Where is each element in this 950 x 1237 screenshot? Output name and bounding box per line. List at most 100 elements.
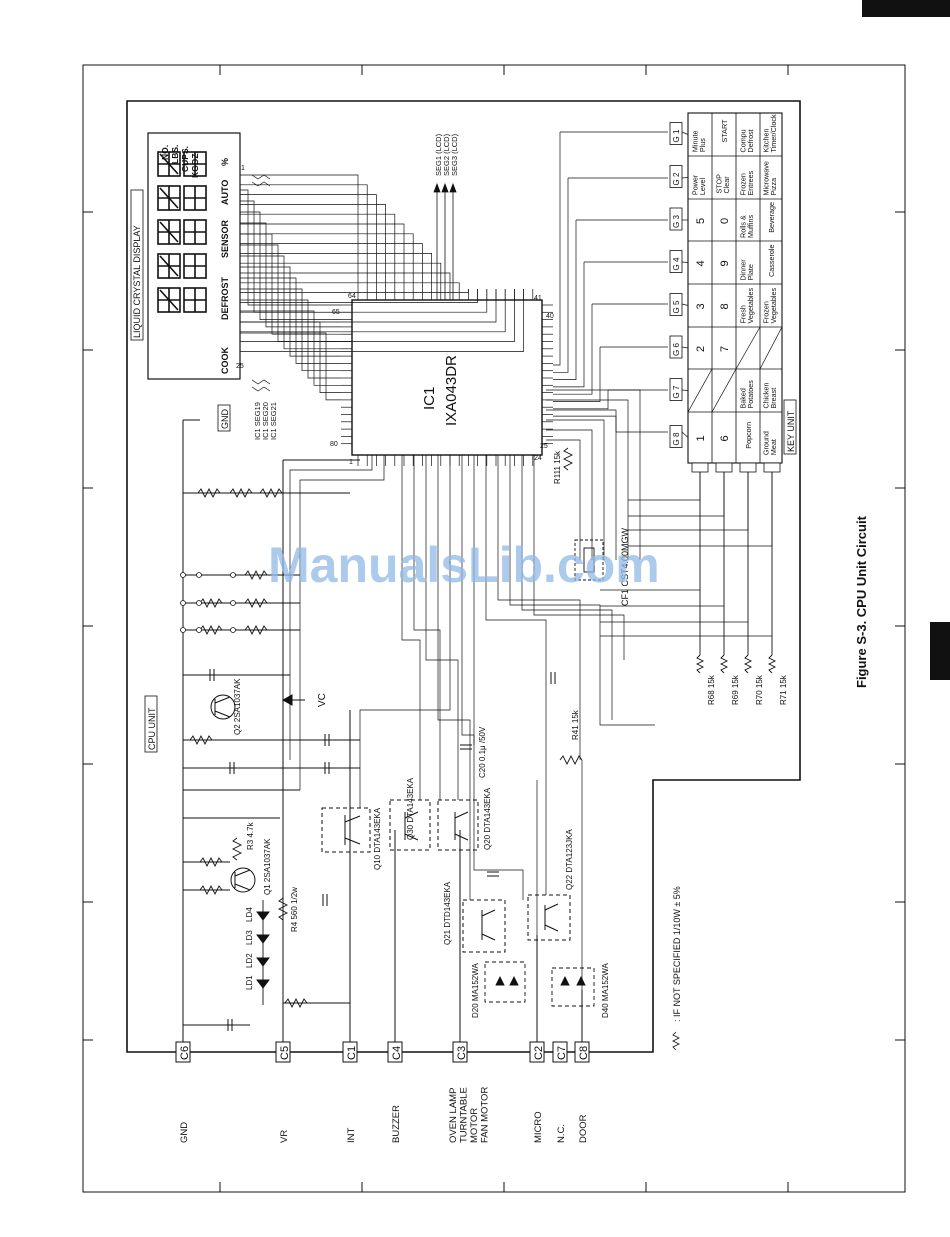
- lcd-digit-1: [157, 151, 181, 177]
- key-baked-potatoes[interactable]: BakedPotatoes: [739, 380, 756, 409]
- lcd-unit-4: KGOZ.: [190, 151, 200, 178]
- seg-in-2: IC1 SEG20: [261, 402, 270, 440]
- key-chicken-breast[interactable]: ChickenBreast: [762, 383, 779, 409]
- pullup-2: [719, 470, 729, 674]
- key-stop-clear[interactable]: STOPClear: [715, 174, 732, 194]
- led-2: LD2: [245, 953, 254, 968]
- key-4[interactable]: 4: [695, 260, 707, 266]
- key-1[interactable]: 1: [695, 435, 707, 441]
- connector-id-c1: C1: [346, 1046, 358, 1060]
- connector-signal-c3: OVEN LAMPTURNTABLEMOTORFAN MOTOR: [448, 1087, 490, 1143]
- key-connector-1: [691, 462, 709, 473]
- pullup-label-3: R70 15k: [755, 674, 764, 705]
- gnd-box: [217, 404, 231, 432]
- key-row-label-5: G 5: [672, 300, 681, 313]
- key-casserole[interactable]: Casserole: [767, 245, 776, 277]
- key-frozen-vegetables[interactable]: FrozenVegetables: [762, 288, 779, 324]
- lcd-digit-lower-1: [183, 151, 207, 177]
- key-power-level[interactable]: PowerLevel: [691, 174, 708, 195]
- key-2[interactable]: 2: [695, 346, 707, 352]
- connector-signal-c6: GND: [179, 1122, 190, 1143]
- seg-out-1: SEG1 (LCD): [434, 133, 443, 176]
- key-fresh-vegetables[interactable]: FreshVegetables: [739, 288, 756, 324]
- connector-c4: [387, 1041, 403, 1063]
- ic1-pin-24: 24: [534, 455, 542, 462]
- key-6[interactable]: 6: [719, 435, 731, 441]
- pullup-label-4: R71 15k: [779, 674, 788, 705]
- lcd-unit-3: CUPS.: [180, 146, 190, 172]
- key-start[interactable]: START: [720, 119, 729, 143]
- key-row-tag-7: [669, 378, 683, 401]
- key-row-label-4: G 4: [672, 257, 681, 270]
- ic1-pin-80: 80: [330, 441, 338, 448]
- key-connector-4: [763, 462, 781, 473]
- ic1: IC1 IXA043DR 1 24 25 40 41 64 65 80: [330, 289, 554, 466]
- connector-c2: [529, 1041, 545, 1063]
- key-compu-defrost[interactable]: CompuDefrost: [739, 129, 756, 152]
- key-row-label-3: G 3: [672, 215, 681, 228]
- key-rolls-muffins[interactable]: Rolls &Muffins: [739, 215, 756, 238]
- lcd-pin-25: 25: [236, 363, 244, 370]
- d40-label: D40 MA152WA: [601, 963, 610, 1019]
- connector-signal-c8: DOOR: [578, 1114, 589, 1143]
- zone-ticks: [83, 65, 905, 1192]
- key-beverage[interactable]: Beverage: [767, 202, 776, 233]
- key-row-label-7: G 7: [672, 385, 681, 398]
- key-row-tag-5: [669, 293, 683, 316]
- lcd-digit-5: [157, 287, 181, 313]
- figure-caption: Figure S-3. CPU Unit Circuit: [854, 515, 869, 688]
- key-0[interactable]: 0: [719, 218, 731, 224]
- key-row-tag-8: [669, 425, 683, 448]
- key-ground-meat[interactable]: GroundMeat: [762, 431, 779, 455]
- ic1-pin-25: 25: [540, 443, 548, 450]
- connector-signal-c4: BUZZER: [391, 1105, 402, 1143]
- key-dinner-plate[interactable]: DinnerPlate: [739, 259, 756, 281]
- pullup-1: [695, 470, 705, 674]
- key-3[interactable]: 3: [695, 303, 707, 309]
- lcd-indicator-4: AUTO: [220, 180, 230, 205]
- connector-id-c7: C7: [556, 1046, 568, 1060]
- connector-id-c8: C8: [578, 1046, 590, 1060]
- key-kitchen-timer-clock[interactable]: KitchenTimer/Clock: [762, 114, 779, 152]
- key-frozen-entrees[interactable]: FrozenEntrees: [739, 170, 756, 195]
- connector-id-c6: C6: [179, 1046, 191, 1060]
- seg-out-3: SEG3 (LCD): [450, 133, 459, 176]
- lcd-indicator-3: SENSOR: [220, 219, 230, 258]
- key-row-label-8: G 8: [672, 432, 681, 445]
- lcd-arrows: [251, 174, 271, 392]
- connector-id-c5: C5: [279, 1046, 291, 1060]
- lcd-indicator-2: DEFROST: [220, 276, 230, 320]
- ic1-pin-40: 40: [546, 313, 554, 320]
- crystal-cf1: [574, 539, 604, 581]
- key-microwave-pizza[interactable]: MicrowavePizza: [762, 161, 779, 195]
- pullup-label-1: R68 15k: [707, 674, 716, 705]
- capacitors: [209, 669, 556, 1031]
- ic1-pin-41: 41: [534, 295, 542, 302]
- pullup-label-2: R69 15k: [731, 674, 740, 705]
- r3-label: R3 4.7k: [246, 821, 255, 850]
- connector-signal-c2: MICRO: [533, 1111, 544, 1143]
- connector-signal-c7: N.C.: [556, 1124, 567, 1143]
- key-popcorn[interactable]: Popcorn: [744, 422, 753, 449]
- cpu-unit-outline: [126, 100, 801, 1053]
- note-resistor-symbol: [672, 1031, 680, 1051]
- key-5[interactable]: 5: [695, 218, 707, 224]
- connector-c5: [275, 1041, 291, 1063]
- bus-wires: [240, 174, 524, 401]
- key-8[interactable]: 8: [719, 303, 731, 309]
- seg-in-3: IC1 SEG21: [269, 402, 278, 440]
- key-row-label-2: G 2: [672, 172, 681, 185]
- lcd-digits: [157, 151, 207, 313]
- key-connector-3: [739, 462, 757, 473]
- key-9[interactable]: 9: [719, 260, 731, 266]
- key-minute-plus[interactable]: MinutePlus: [691, 131, 708, 153]
- pullup-resistors: R68 15k R69 15k R70 15k R71 15k: [695, 470, 788, 705]
- crystal-label: CF1 CST4.00MGW: [620, 527, 630, 606]
- lcd-digit-lower-3: [183, 219, 207, 245]
- connector-id-c2: C2: [533, 1046, 545, 1060]
- lcd-digit-lower-4: [183, 253, 207, 279]
- key-7[interactable]: 7: [719, 346, 731, 352]
